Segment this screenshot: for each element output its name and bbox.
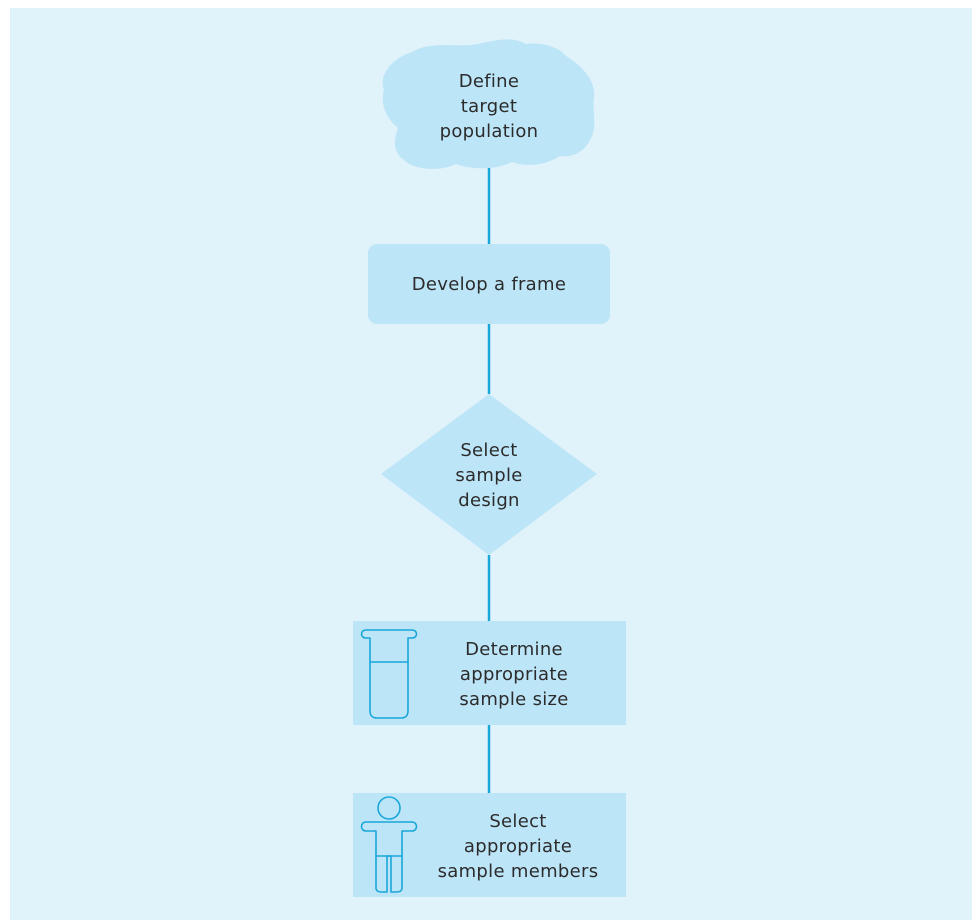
test-tube-icon [360, 629, 418, 719]
step-develop-frame: Develop a frame [411, 273, 567, 295]
sample-members-box [353, 793, 626, 897]
step-select-sample-design: Select sample design [455, 439, 523, 511]
cloud-shape [382, 39, 595, 169]
person-icon [360, 796, 418, 893]
design-diamond [381, 394, 597, 555]
step-determine-sample-size: Determine appropriate sample size [459, 638, 569, 710]
sample-size-box [353, 621, 626, 725]
step-define-target-population: Define target population [439, 70, 539, 142]
frame-box [368, 244, 610, 324]
step-select-sample-members: Select appropriate sample members [437, 810, 599, 882]
